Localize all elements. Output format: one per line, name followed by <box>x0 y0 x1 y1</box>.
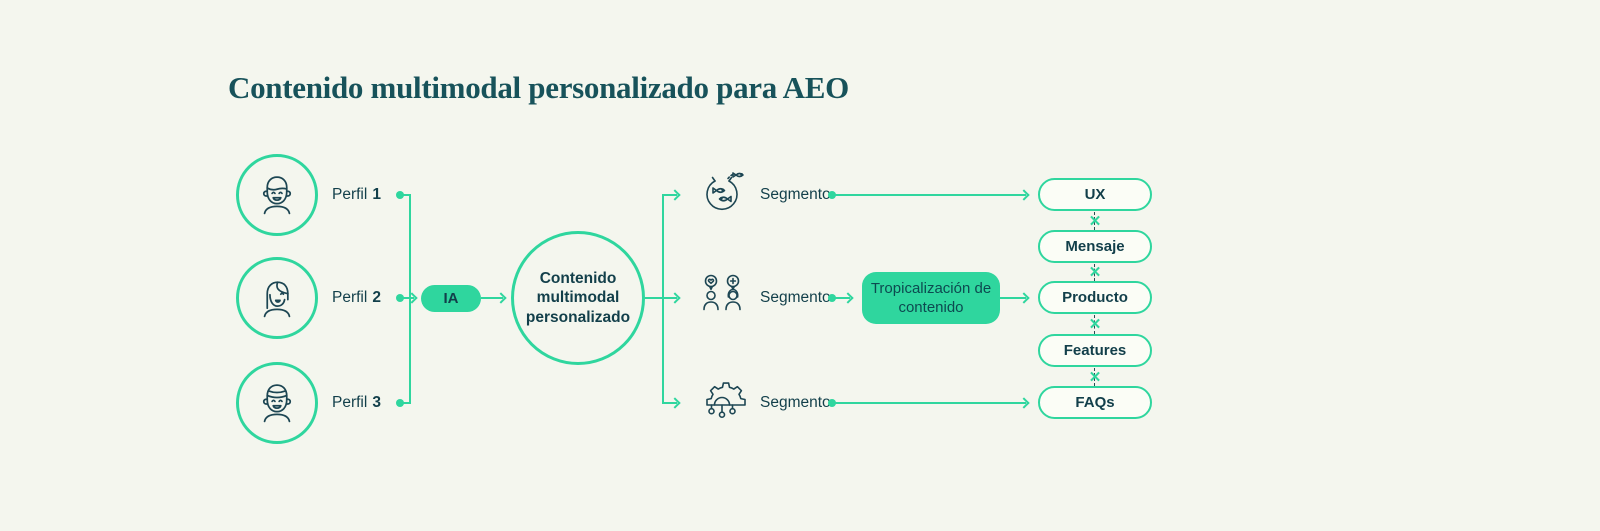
profile-label-text: Perfil <box>332 394 368 411</box>
connector-dot <box>828 294 836 302</box>
central-node: Contenido multimodal personalizado <box>511 231 645 365</box>
connector-line <box>662 297 677 299</box>
connector-line <box>834 194 1026 196</box>
output-pill-faqs: FAQs <box>1038 386 1152 419</box>
profile-2-label: Perfil 2 <box>332 287 381 309</box>
page-title: Contenido multimodal personalizado para … <box>228 70 849 105</box>
man-face-icon <box>251 169 303 221</box>
profile-3-circle <box>236 362 318 444</box>
connector-line <box>481 297 503 299</box>
profile-number: 3 <box>372 394 381 411</box>
profile-1-circle <box>236 154 318 236</box>
connector-line <box>834 402 1026 404</box>
profile-number: 2 <box>372 289 381 306</box>
segment-1-label: Segmento <box>760 186 831 203</box>
ia-node: IA <box>421 285 481 312</box>
profile-label-text: Perfil <box>332 186 368 203</box>
connector-line <box>645 297 662 299</box>
segment-3-label: Segmento <box>760 394 831 411</box>
connector-line <box>834 297 850 299</box>
dashed-connector <box>1094 264 1095 281</box>
cut-mark-icon: ✕ <box>1088 264 1102 281</box>
arrowhead-icon <box>495 292 507 304</box>
dashed-connector <box>1094 315 1095 334</box>
tropicalization-node: Tropicalización de contenido <box>862 272 1000 324</box>
arrowhead-icon <box>1018 189 1030 201</box>
profile-label-text: Perfil <box>332 289 368 306</box>
fishbowl-icon <box>694 168 750 225</box>
cut-mark-icon: ✕ <box>1088 369 1102 386</box>
output-pill-features: Features <box>1038 334 1152 367</box>
capped-man-face-icon <box>251 377 303 429</box>
dashed-connector <box>1094 368 1095 386</box>
woman-face-icon <box>251 272 303 324</box>
profile-1-label: Perfil 1 <box>332 184 381 206</box>
arrowhead-icon <box>1018 397 1030 409</box>
connector-line <box>1000 297 1026 299</box>
output-pill-producto: Producto <box>1038 281 1152 314</box>
tropicalization-label: Tropicalización de contenido <box>870 279 992 317</box>
output-pill-ux: UX <box>1038 178 1152 211</box>
arrowhead-icon <box>669 189 681 201</box>
connector-line <box>662 194 677 196</box>
connector-line <box>662 194 664 404</box>
connector-line <box>409 194 411 404</box>
connector-dot <box>396 191 404 199</box>
arrowhead-icon <box>669 292 681 304</box>
cut-mark-icon: ✕ <box>1088 213 1102 230</box>
gear-network-icon <box>694 374 750 435</box>
people-chat-icon <box>694 271 750 328</box>
connector-dot <box>828 191 836 199</box>
connector-line <box>662 402 677 404</box>
arrowhead-icon <box>842 292 854 304</box>
profile-3-label: Perfil 3 <box>332 392 381 414</box>
connector-dot <box>828 399 836 407</box>
connector-line <box>402 297 414 299</box>
cut-mark-icon: ✕ <box>1088 316 1102 333</box>
profile-number: 1 <box>372 186 381 203</box>
connector-line <box>402 194 411 196</box>
connector-dot <box>396 399 404 407</box>
central-node-label: Contenido multimodal personalizado <box>525 269 631 326</box>
arrowhead-icon <box>669 397 681 409</box>
dashed-connector <box>1094 212 1095 230</box>
segment-2-label: Segmento <box>760 289 831 306</box>
arrowhead-icon <box>1018 292 1030 304</box>
connector-line <box>402 402 411 404</box>
profile-2-circle <box>236 257 318 339</box>
output-pill-mensaje: Mensaje <box>1038 230 1152 263</box>
connector-dot <box>396 294 404 302</box>
